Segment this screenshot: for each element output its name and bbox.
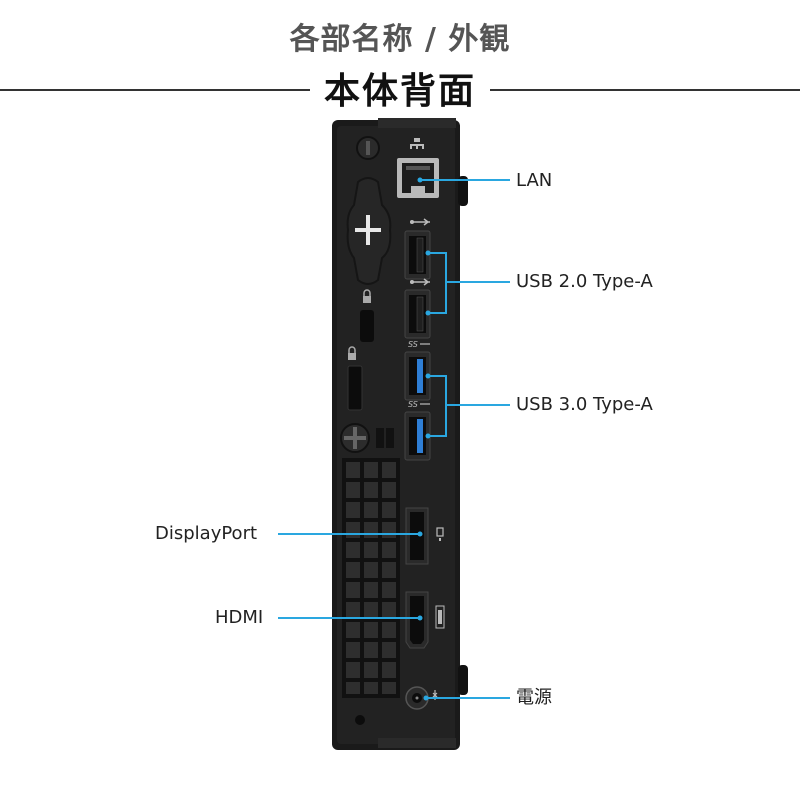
usb2-port-2[interactable] (404, 289, 431, 339)
callout-usb3 (428, 375, 510, 437)
lan-port[interactable] (397, 158, 439, 198)
cable-clip-2 (386, 428, 394, 448)
callout-usb2 (428, 252, 510, 314)
bottom-rail (378, 738, 456, 748)
title-rule-left (0, 89, 310, 91)
padlock-loop (347, 365, 363, 411)
bottom-screw-hole (355, 715, 365, 725)
padlock-icon (348, 346, 356, 360)
label-usb3: USB 3.0 Type-A (516, 394, 653, 415)
usb2-port-1[interactable] (404, 230, 431, 280)
cable-clip-1 (376, 428, 384, 448)
side-latch-top (458, 176, 468, 206)
lock-icon (363, 289, 371, 303)
usb-icon (410, 278, 430, 286)
label-displayport: DisplayPort (155, 523, 258, 544)
label-lan: LAN (516, 170, 553, 191)
thumb-screw-slot-h (344, 436, 366, 440)
top-rail (378, 118, 456, 128)
security-lock-slot (360, 310, 374, 342)
hdmi-icon (435, 605, 445, 629)
displayport-icon (436, 527, 444, 541)
usb3-port-1[interactable] (404, 351, 431, 401)
label-hdmi: HDMI (215, 607, 264, 628)
label-power: 電源 (516, 687, 552, 708)
displayport-port[interactable] (405, 507, 429, 565)
side-latch-bottom (458, 665, 468, 695)
hdmi-port[interactable] (405, 591, 429, 649)
svg-text:SS: SS (408, 340, 418, 349)
superspeed-usb-icon: SS (408, 400, 430, 409)
callout-dots (417, 177, 431, 701)
top-screw-slot (366, 141, 370, 155)
page-title: 本体背面 (316, 62, 484, 114)
label-usb2: USB 2.0 Type-A (516, 271, 653, 292)
plus-horizontal (355, 228, 381, 232)
usb-icon (410, 218, 430, 226)
superspeed-usb-icon: SS (408, 340, 430, 349)
page-subtitle: 各部名称 / 外観 (289, 22, 511, 57)
svg-text:SS: SS (408, 400, 418, 409)
vent-grid (342, 458, 400, 698)
callout-lines (278, 179, 510, 699)
title-rule-right (490, 89, 800, 91)
network-icon (410, 138, 424, 149)
